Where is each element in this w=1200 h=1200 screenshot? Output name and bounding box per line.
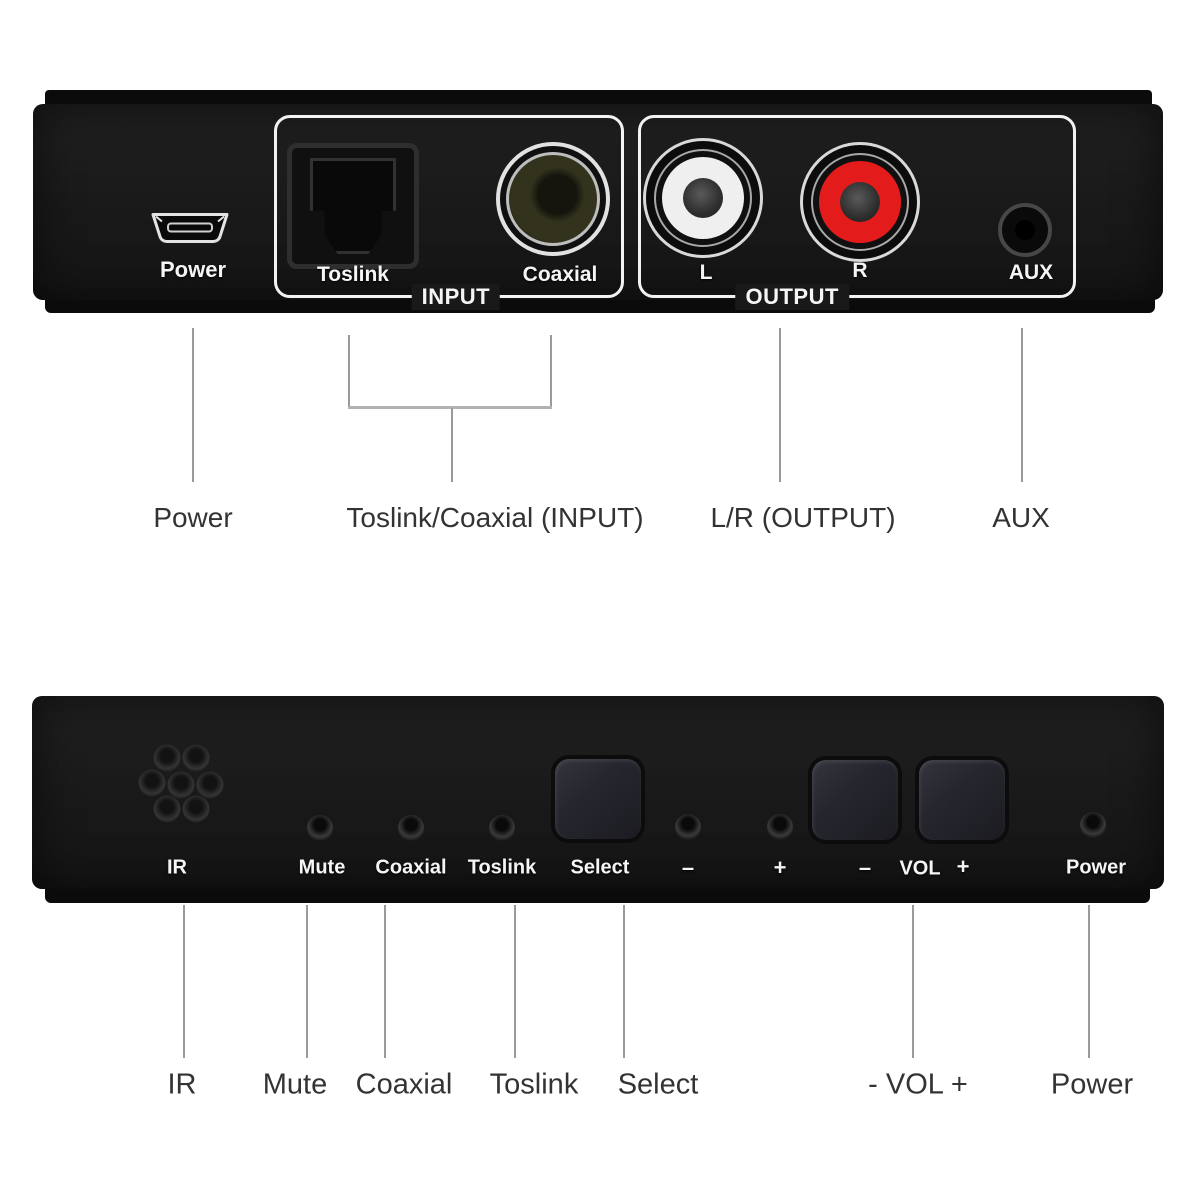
rca-right-port <box>800 142 920 262</box>
back-panel-face: Power Toslink Coaxial INPUT L <box>33 104 1163 310</box>
select-label: Select <box>570 856 630 879</box>
coaxial-port <box>496 142 610 256</box>
vol-plus-label: + <box>956 854 970 879</box>
select-button <box>555 759 641 839</box>
coaxial-led <box>398 815 424 841</box>
front-panel-face: IR Mute Coaxial Toslink Select – + – VOL… <box>32 696 1164 889</box>
rca-left-label: L <box>699 261 713 284</box>
callout-bracket-stem <box>451 408 453 482</box>
callout-line-ir <box>183 905 185 1058</box>
callout-label-aux: AUX <box>992 502 1050 533</box>
volume-down-button <box>812 760 898 840</box>
power-led <box>1080 812 1106 838</box>
output-box-tag: OUTPUT <box>735 284 849 310</box>
minus-led <box>675 814 701 840</box>
micro-usb-power-port <box>144 209 236 254</box>
front-power-label: Power <box>1065 856 1127 879</box>
minus-led-label: – <box>681 855 695 880</box>
callout-line-vol <box>912 905 914 1058</box>
coaxial-label: Coaxial <box>375 856 447 879</box>
callout-label-power: Power <box>153 502 233 533</box>
callout-label-output: L/R (OUTPUT) <box>710 502 896 533</box>
callout-label-front-power: Power <box>1050 1068 1134 1101</box>
toslink-label: Toslink <box>467 856 537 879</box>
toslink-port-label: Toslink <box>317 263 389 286</box>
input-box-tag: INPUT <box>411 284 501 310</box>
output-group-box: L R AUX OUTPUT <box>638 115 1076 310</box>
coaxial-port-hole <box>506 152 600 246</box>
coaxial-port-label: Coaxial <box>522 263 598 286</box>
callout-label-select: Select <box>617 1068 699 1101</box>
callout-label-vol: - VOL + <box>868 1068 968 1101</box>
vol-minus-label: – <box>858 855 872 880</box>
callout-line-front-coaxial <box>384 905 386 1058</box>
aux-port-label: AUX <box>1008 261 1054 284</box>
callout-label-front-toslink: Toslink <box>489 1068 579 1101</box>
toslink-port-hole <box>310 158 396 254</box>
ir-label: IR <box>167 856 187 879</box>
callout-line-aux <box>1021 328 1023 482</box>
plus-led <box>767 814 793 840</box>
back-power-port-label: Power <box>159 257 227 282</box>
aux-port <box>998 203 1052 257</box>
input-group-box: Toslink Coaxial INPUT <box>274 115 624 310</box>
rca-left-port <box>643 138 763 258</box>
callout-label-front-coaxial: Coaxial <box>355 1068 453 1101</box>
callout-line-front-power <box>1088 905 1090 1058</box>
callout-line-toslink <box>348 335 350 408</box>
toslink-port <box>287 143 419 269</box>
callout-label-input: Toslink/Coaxial (INPUT) <box>346 502 644 533</box>
back-device-bottom-edge <box>45 299 1155 313</box>
rca-right-label: R <box>852 259 868 282</box>
callout-line-front-toslink <box>514 905 516 1058</box>
callout-line-power <box>192 328 194 482</box>
mute-label: Mute <box>298 856 346 879</box>
plus-led-label: + <box>773 855 787 880</box>
front-device-bottom-edge <box>45 888 1150 903</box>
callout-line-coaxial <box>550 335 552 408</box>
toslink-led <box>489 815 515 841</box>
vol-label: VOL <box>899 857 941 880</box>
callout-line-mute <box>306 905 308 1058</box>
callout-label-mute: Mute <box>262 1068 328 1101</box>
volume-up-button <box>919 760 1005 840</box>
aux-port-hole <box>1015 220 1035 240</box>
callout-line-lr <box>779 328 781 482</box>
back-device-top-edge <box>45 90 1152 106</box>
mute-led <box>307 815 333 841</box>
micro-usb-icon <box>151 213 229 243</box>
callout-label-ir: IR <box>167 1068 197 1101</box>
callout-bracket <box>348 406 552 409</box>
callout-line-select <box>623 905 625 1058</box>
